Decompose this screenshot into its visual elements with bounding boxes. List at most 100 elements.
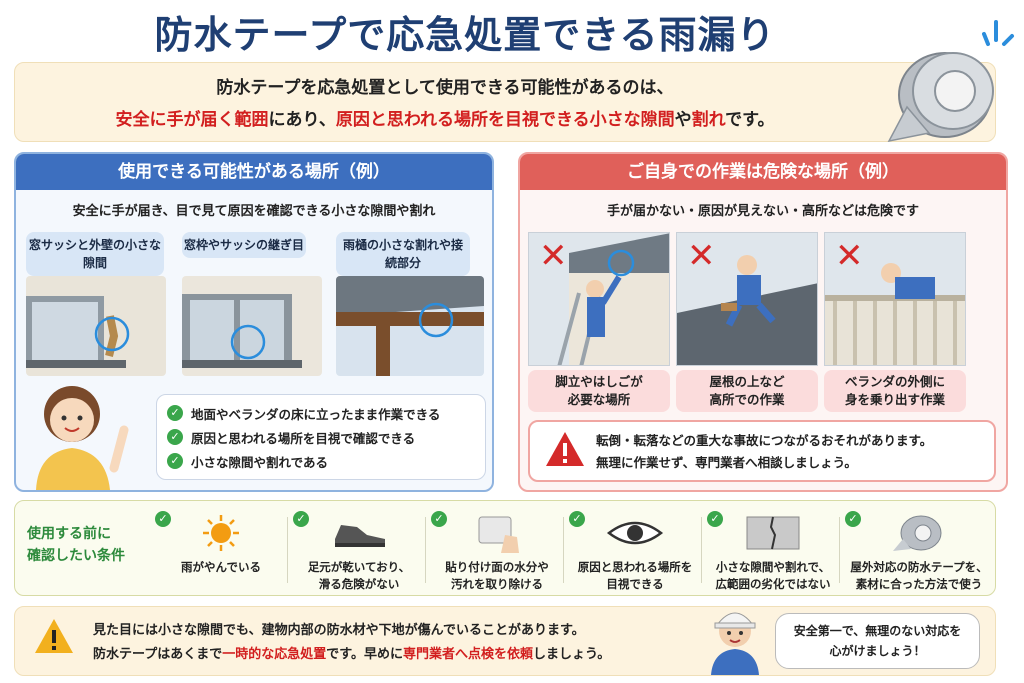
bottom-text: 防水テープはあくまで	[93, 647, 223, 662]
bottom-text: しましょう。	[532, 647, 611, 662]
danger-header: ご自身での作業は危険な場所（例）	[520, 154, 1006, 190]
intro-highlight-crack: 割れ	[691, 110, 726, 130]
check-item: ✓地面やベランダの床に立ったまま作業できる	[167, 401, 475, 425]
shoe-icon	[335, 525, 385, 547]
condition-text: 足元が乾いており、滑る危険がない	[293, 559, 425, 593]
intro-text: です。	[725, 110, 775, 130]
danger-label-line: 身を乗り出す作業	[844, 392, 945, 407]
bottom-highlight-temporary: 一時的な応急処置	[222, 647, 327, 662]
intro-highlight-visible: 原因と思われる場所を目視できる小さな隙間	[335, 110, 675, 130]
usable-panel: 使用できる可能性がある場所（例） 安全に手が届き、目で見て原因を確認できる小さな…	[14, 152, 494, 492]
intro-text: や	[674, 110, 692, 130]
cross-icon: ✕	[687, 236, 716, 276]
condition-text: 貼り付け面の水分や汚れを取り除ける	[431, 559, 563, 593]
condition-line: 広範囲の劣化ではない	[715, 577, 831, 591]
cross-icon: ✕	[835, 236, 864, 276]
conditions-title-line: 確認したい条件	[27, 548, 125, 564]
check-item: ✓ 原因と思われる場所を目視で確認できる	[167, 425, 475, 449]
condition-item: ✓ 雨がやんでいる	[155, 511, 287, 591]
bottom-line1: 見た目には小さな隙間でも、建物内部の防水材や下地が傷んでいることがあります。	[93, 623, 585, 638]
danger-label-line: 必要な場所	[567, 392, 631, 407]
bubble-line: 心がけましょう！	[829, 644, 926, 658]
balcony-scene: ✕	[824, 232, 966, 366]
sparkle-icon	[982, 20, 1014, 46]
condition-line: 屋外対応の防水テープを、	[850, 560, 988, 574]
example-label-window-gap: 窓サッシと外壁の小さな隙間	[26, 232, 164, 276]
danger-label-ladder: 脚立やはしごが必要な場所	[528, 370, 670, 412]
condition-item: ✓ 小さな隙間や割れで、広範囲の劣化ではない	[707, 511, 839, 591]
danger-warning-box: 転倒・転落などの重大な事故につながるおそれがあります。 無理に作業せず、専門業者…	[528, 420, 996, 482]
bubble-line: 安全第一で、無理のない対応を	[793, 624, 962, 638]
tape-roll-icon	[893, 515, 942, 551]
condition-line: 素材に合った方法で使う	[855, 577, 983, 591]
check-icon: ✓	[293, 511, 309, 527]
wipe-cloth-icon	[478, 516, 519, 553]
example-label-frame-joint: 窓枠やサッシの継ぎ目	[182, 232, 306, 258]
eye-icon	[606, 521, 664, 545]
check-item: ✓ 小さな隙間や割れである	[167, 449, 475, 473]
woman-pointing-illustration	[36, 386, 129, 490]
condition-item: ✓ 足元が乾いており、滑る危険がない	[293, 511, 425, 591]
intro-line2: 安全に手が届く範囲にあり、原因と思われる場所を目視できる小さな隙間や割れです。	[15, 105, 875, 130]
condition-line: 貼り付け面の水分や	[445, 560, 549, 574]
danger-label-balcony: ベランダの外側に身を乗り出す作業	[824, 370, 966, 412]
condition-line: 雨がやんでいる	[181, 560, 261, 574]
condition-line: 足元が乾いており、	[307, 560, 411, 574]
cross-icon: ✕	[539, 236, 568, 276]
check-icon: ✓	[155, 511, 171, 527]
danger-label-line: 高所での作業	[709, 392, 785, 407]
bottom-text: です。早めに	[326, 647, 403, 662]
check-icon: ✓	[167, 453, 183, 469]
usable-header: 使用できる可能性がある場所（例）	[16, 154, 492, 190]
condition-line: 原因と思われる場所を	[577, 560, 693, 574]
bottom-highlight-inspection: 専門業者へ点検を依頼	[402, 647, 533, 662]
danger-subtitle: 手が届かない・原因が見えない・高所などは危険です	[606, 204, 919, 219]
divider	[701, 517, 702, 583]
condition-item: ✓ 屋外対応の防水テープを、素材に合った方法で使う	[845, 511, 993, 591]
check-icon: ✓	[707, 511, 723, 527]
crack-icon	[746, 516, 800, 550]
divider	[425, 517, 426, 583]
usable-subtitle: 安全に手が届き、目で見て原因を確認できる小さな隙間や割れ	[72, 204, 436, 219]
condition-item: ✓ 貼り付け面の水分や汚れを取り除ける	[431, 511, 563, 591]
check-icon: ✓	[167, 429, 183, 445]
divider	[839, 517, 840, 583]
conditions-title-line: 使用する前に	[27, 526, 111, 542]
condition-line: 目視できる	[606, 577, 664, 591]
condition-text: 小さな隙間や割れで、広範囲の劣化ではない	[707, 559, 839, 593]
check-icon: ✓	[431, 511, 447, 527]
page-title: 防水テープで応急処置できる雨漏り	[154, 13, 776, 57]
conditions-title: 使用する前に 確認したい条件	[27, 523, 125, 567]
danger-label-roof: 屋根の上など高所での作業	[676, 370, 818, 412]
check-icon: ✓	[569, 511, 585, 527]
danger-panel: ご自身での作業は危険な場所（例） 手が届かない・原因が見えない・高所などは危険で…	[518, 152, 1008, 492]
check-text: 地面やベランダの床に立ったまま作業できる	[191, 406, 441, 422]
divider	[287, 517, 288, 583]
usable-checklist: ✓地面やベランダの床に立ったまま作業できる ✓原因と思われる場所を目視で確認でき…	[156, 394, 486, 480]
check-icon: ✓	[845, 511, 861, 527]
danger-warning-line: 転倒・転落などの重大な事故につながるおそれがあります。	[596, 433, 933, 448]
condition-line: 汚れを取り除ける	[451, 577, 543, 591]
gutter-scene	[336, 276, 484, 376]
intro-box: 防水テープを応急処置として使用できる可能性があるのは、 安全に手が届く範囲にあり…	[14, 52, 996, 143]
check-text: 小さな隙間や割れである	[191, 454, 329, 470]
condition-text: 屋外対応の防水テープを、素材に合った方法で使う	[845, 559, 993, 593]
window-wall-scene	[26, 276, 166, 376]
sun-icon	[203, 515, 239, 551]
divider	[563, 517, 564, 583]
example-label-gutter: 雨樋の小さな割れや接続部分	[336, 232, 470, 276]
condition-text: 雨がやんでいる	[155, 559, 287, 576]
danger-label-line: 脚立やはしごが	[555, 374, 643, 389]
condition-line: 小さな隙間や割れで、	[715, 560, 831, 574]
intro-text: にあり、	[268, 110, 336, 130]
window-frame-scene	[182, 276, 322, 376]
condition-line: 滑る危険がない	[318, 577, 400, 591]
speech-bubble: 安全第一で、無理のない対応を 心がけましょう！	[775, 613, 980, 669]
tape-roll-icon	[887, 52, 994, 143]
warning-icon	[546, 432, 584, 466]
bottom-note: 見た目には小さな隙間でも、建物内部の防水材や下地が傷んでいることがあります。 防…	[14, 606, 996, 676]
ladder-scene: ✕	[528, 232, 670, 366]
check-text: 原因と思われる場所を目視で確認できる	[191, 430, 416, 446]
warning-icon	[35, 619, 73, 653]
intro-line1: 防水テープを応急処置として使用できる可能性があるのは、	[216, 78, 674, 98]
